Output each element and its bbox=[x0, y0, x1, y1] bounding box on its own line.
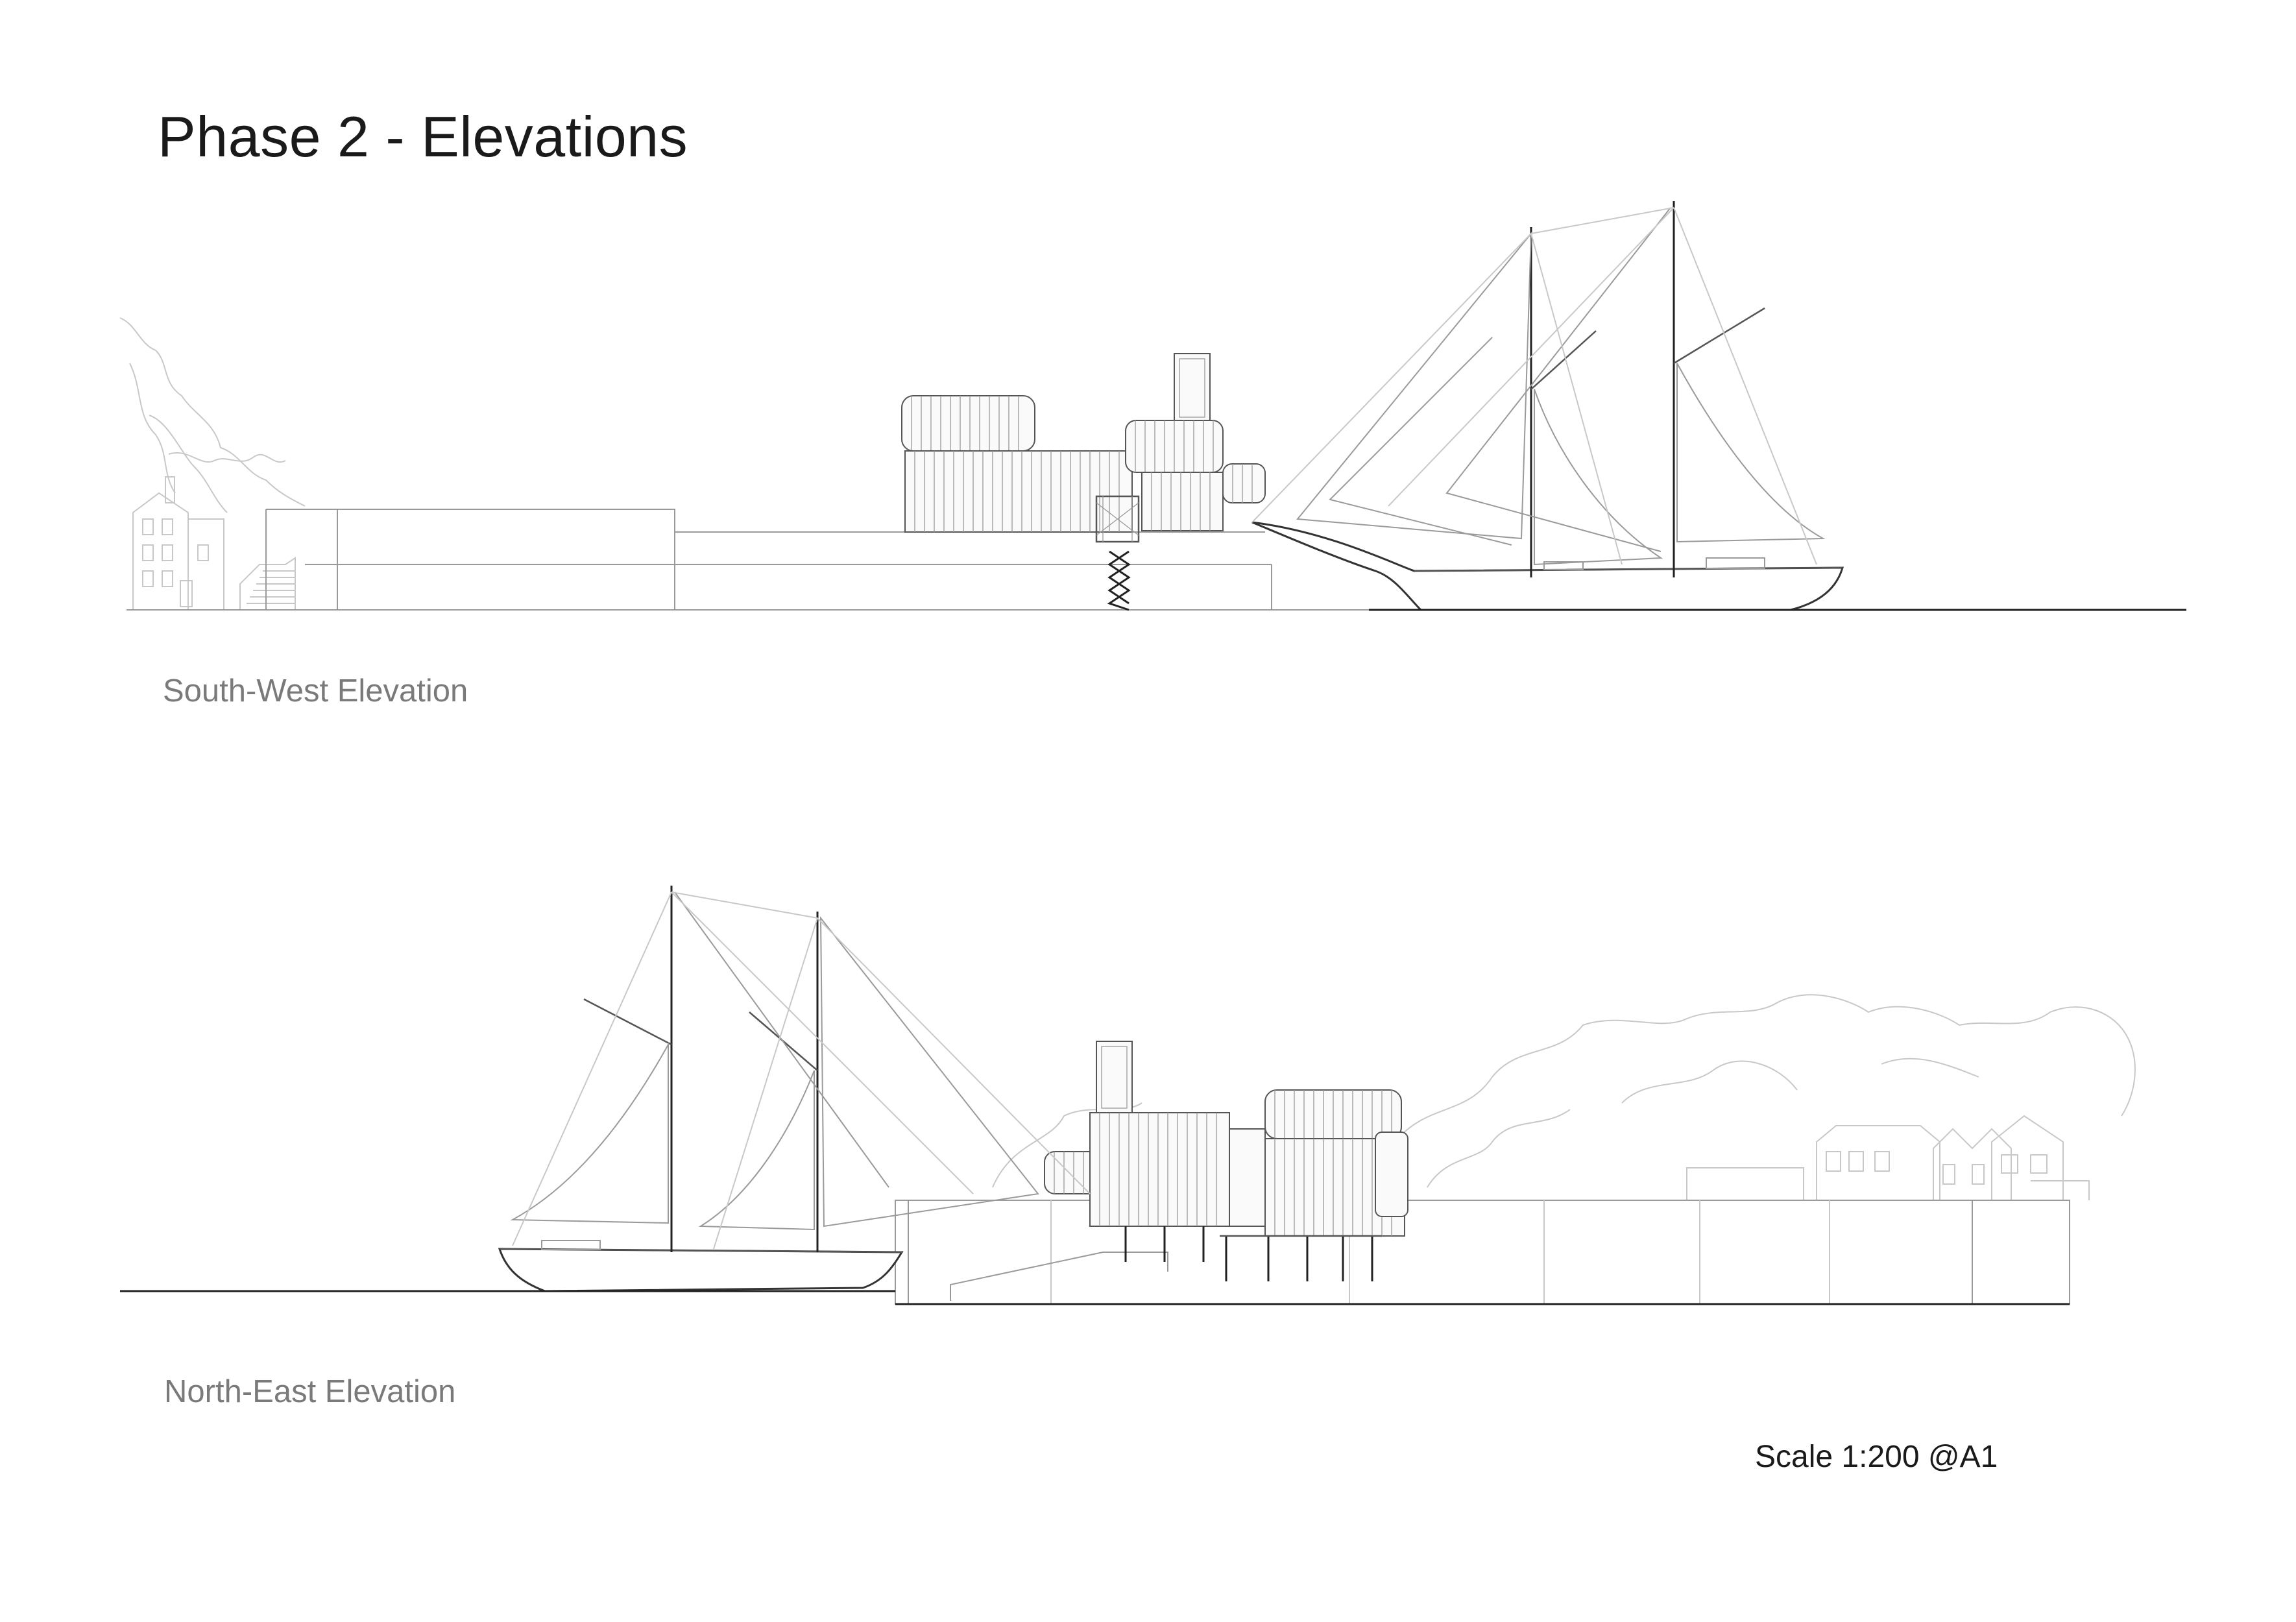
ne-schooner bbox=[498, 886, 1091, 1292]
north-east-elevation-caption: North-East Elevation bbox=[164, 1374, 456, 1409]
ne-quay bbox=[895, 1200, 2070, 1305]
north-east-elevation-drawing bbox=[120, 886, 2136, 1305]
ne-pavilion bbox=[1044, 1041, 1408, 1281]
scale-note: Scale 1:200 @A1 bbox=[1755, 1440, 1998, 1474]
south-west-elevation-caption: South-West Elevation bbox=[163, 673, 468, 708]
sw-schooner bbox=[1251, 201, 1844, 611]
sw-pavilion bbox=[901, 353, 1266, 611]
ne-houses bbox=[1686, 1115, 2090, 1200]
sw-house bbox=[132, 476, 296, 611]
sheet-title: Phase 2 - Elevations bbox=[158, 104, 688, 169]
sw-tree-outline bbox=[119, 317, 306, 513]
south-west-elevation-drawing bbox=[119, 201, 2186, 611]
